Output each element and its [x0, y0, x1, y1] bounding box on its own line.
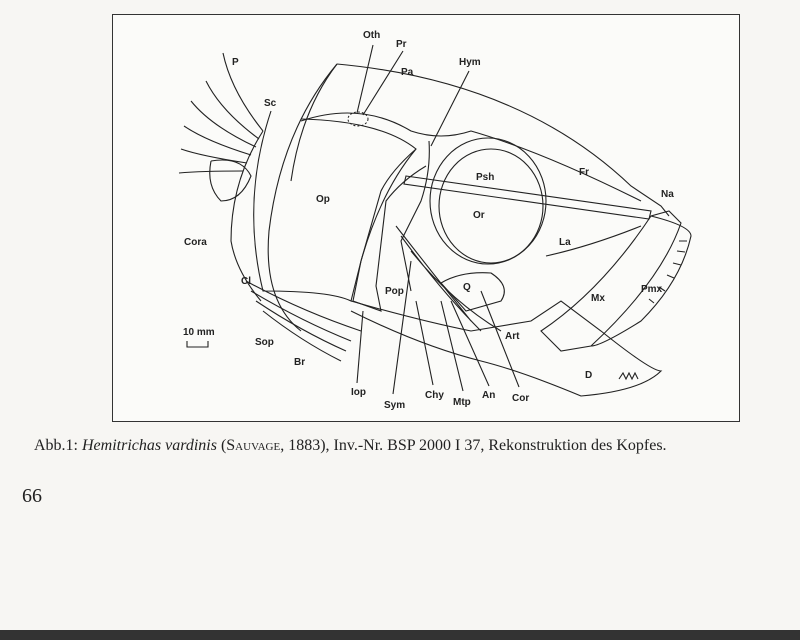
label-br: Br [294, 357, 305, 368]
label-mx: Mx [591, 293, 605, 304]
label-an: An [482, 390, 495, 401]
page-number: 66 [22, 485, 42, 507]
label-pa: Pa [401, 67, 414, 78]
label-na: Na [661, 189, 674, 200]
caption-prefix: Abb.1: [34, 437, 82, 454]
scan-edge [0, 630, 800, 640]
label-cora: Cora [184, 237, 207, 248]
label-q: Q [463, 282, 471, 293]
figure-frame: Oth Pr P Hym Pa Sc Psh Fr Na Op Or La Co… [112, 14, 740, 422]
label-d: D [585, 370, 592, 381]
label-sc: Sc [264, 98, 277, 109]
figure-caption: Abb.1: Hemitrichas vardinis (Sauvage, 18… [34, 437, 667, 455]
label-pop: Pop [385, 286, 404, 297]
label-p: P [232, 57, 239, 68]
label-pr: Pr [396, 39, 407, 50]
scale-bar-label: 10 mm [183, 327, 215, 338]
label-fr: Fr [579, 167, 589, 178]
label-art: Art [505, 331, 520, 342]
label-cl: Cl [241, 276, 251, 287]
label-oth: Oth [363, 30, 380, 41]
label-mtp: Mtp [453, 397, 471, 408]
caption-open: ( [216, 437, 227, 454]
label-hym: Hym [459, 57, 481, 68]
fish-head-diagram: Oth Pr P Hym Pa Sc Psh Fr Na Op Or La Co… [178, 30, 692, 411]
label-or: Or [473, 210, 485, 221]
label-cor: Cor [512, 393, 529, 404]
label-la: La [559, 237, 571, 248]
label-psh: Psh [476, 172, 494, 183]
label-sym: Sym [384, 400, 405, 411]
label-iop: Iop [351, 387, 366, 398]
caption-species: Hemitrichas vardinis [82, 437, 217, 454]
label-pmx: Pmx [641, 284, 663, 295]
label-sop: Sop [255, 337, 274, 348]
label-op: Op [316, 194, 330, 205]
caption-rest: , 1883), Inv.-Nr. BSP 2000 I 37, Rekonst… [280, 437, 667, 454]
caption-author: Sauvage [226, 437, 281, 454]
label-chy: Chy [425, 390, 444, 401]
